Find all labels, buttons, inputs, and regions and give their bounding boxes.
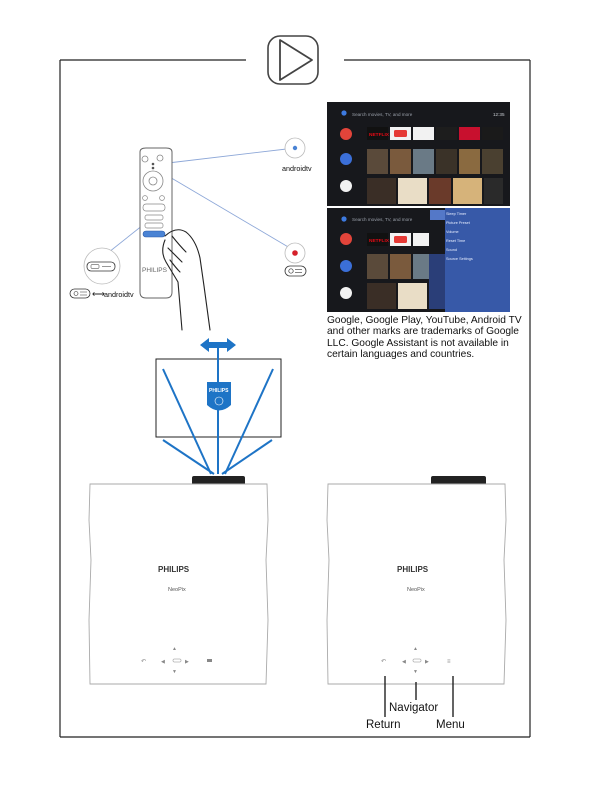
- menu-label: Menu: [436, 719, 465, 731]
- trademark-caption: Google, Google Play, YouTube, Android TV…: [327, 315, 522, 361]
- projector-model-2: NeoPix: [407, 587, 425, 593]
- androidtv-bottom-label: androidtv: [104, 290, 134, 299]
- search-placeholder-2: Search movies, TV, and more: [352, 217, 413, 222]
- projector-brand-1: PHILIPS: [158, 565, 190, 574]
- remote-brand: PHILIPS: [142, 267, 168, 274]
- projection-logo: PHILIPS: [209, 388, 229, 394]
- menu-icon: [207, 659, 212, 662]
- app-tile-1: NETFLIX: [369, 132, 390, 138]
- callout-lines: [384, 676, 454, 717]
- page-frame: [59, 59, 531, 738]
- menu-item-6: Source Settings: [446, 257, 473, 261]
- androidtv-label: androidtv: [282, 164, 312, 173]
- assistant-badge: androidtv: [282, 137, 312, 173]
- menu-icon-2: ≡: [447, 659, 451, 665]
- play-triangle-icon: [267, 35, 319, 85]
- menu-item-4: Reset Time: [446, 239, 465, 243]
- projector-model-1: NeoPix: [168, 587, 186, 593]
- double-arrow-icon-blue: [200, 338, 236, 352]
- down-icon: ▼: [172, 669, 177, 675]
- down-icon-2: ▼: [413, 669, 418, 675]
- menu-item-1: Sleep Timer: [446, 212, 467, 216]
- clock: 12:35: [493, 112, 505, 117]
- menu-item-3: Volume: [446, 230, 459, 234]
- hand-illustration: [162, 229, 211, 331]
- search-placeholder: Search movies, TV, and more: [352, 112, 413, 117]
- connector-lines: [103, 147, 296, 257]
- menu-item-2: Picture Preset: [446, 221, 471, 225]
- settings-androidtv-row: ⟷ androidtv: [69, 288, 134, 299]
- right-icon-2: ▶: [425, 659, 429, 665]
- projection-screen: PHILIPS: [155, 347, 282, 475]
- app-tile-2: NETFLIX: [369, 238, 390, 244]
- tv-screen-home: Search movies, TV, and more 12:35 NETFLI…: [327, 102, 510, 206]
- return-icon-2: ↶: [381, 658, 386, 665]
- projector-brand-2: PHILIPS: [397, 565, 429, 574]
- return-label: Return: [366, 719, 401, 731]
- tv-screen-menu: Search movies, TV, and more NETFLIX Slee…: [327, 208, 510, 312]
- source-badge: [83, 247, 121, 285]
- record-badge: [284, 242, 307, 277]
- menu-item-5: Sound: [446, 248, 457, 252]
- up-icon-2: ▲: [413, 646, 418, 652]
- left-icon-2: ◀: [402, 659, 406, 665]
- right-icon: ▶: [185, 659, 189, 665]
- return-icon: ↶: [141, 658, 146, 665]
- left-icon: ◀: [161, 659, 165, 665]
- up-icon: ▲: [172, 646, 177, 652]
- remote-control: PHILIPS: [139, 147, 173, 299]
- projector-right: PHILIPS NeoPix ▲ ▼ ◀ ▶ ↶ ≡: [326, 476, 507, 685]
- navigator-label: Navigator: [389, 702, 439, 714]
- double-arrow-icon: ⟷: [92, 289, 105, 299]
- projector-left: PHILIPS NeoPix ▲ ▼ ◀ ▶ ↶: [88, 476, 269, 685]
